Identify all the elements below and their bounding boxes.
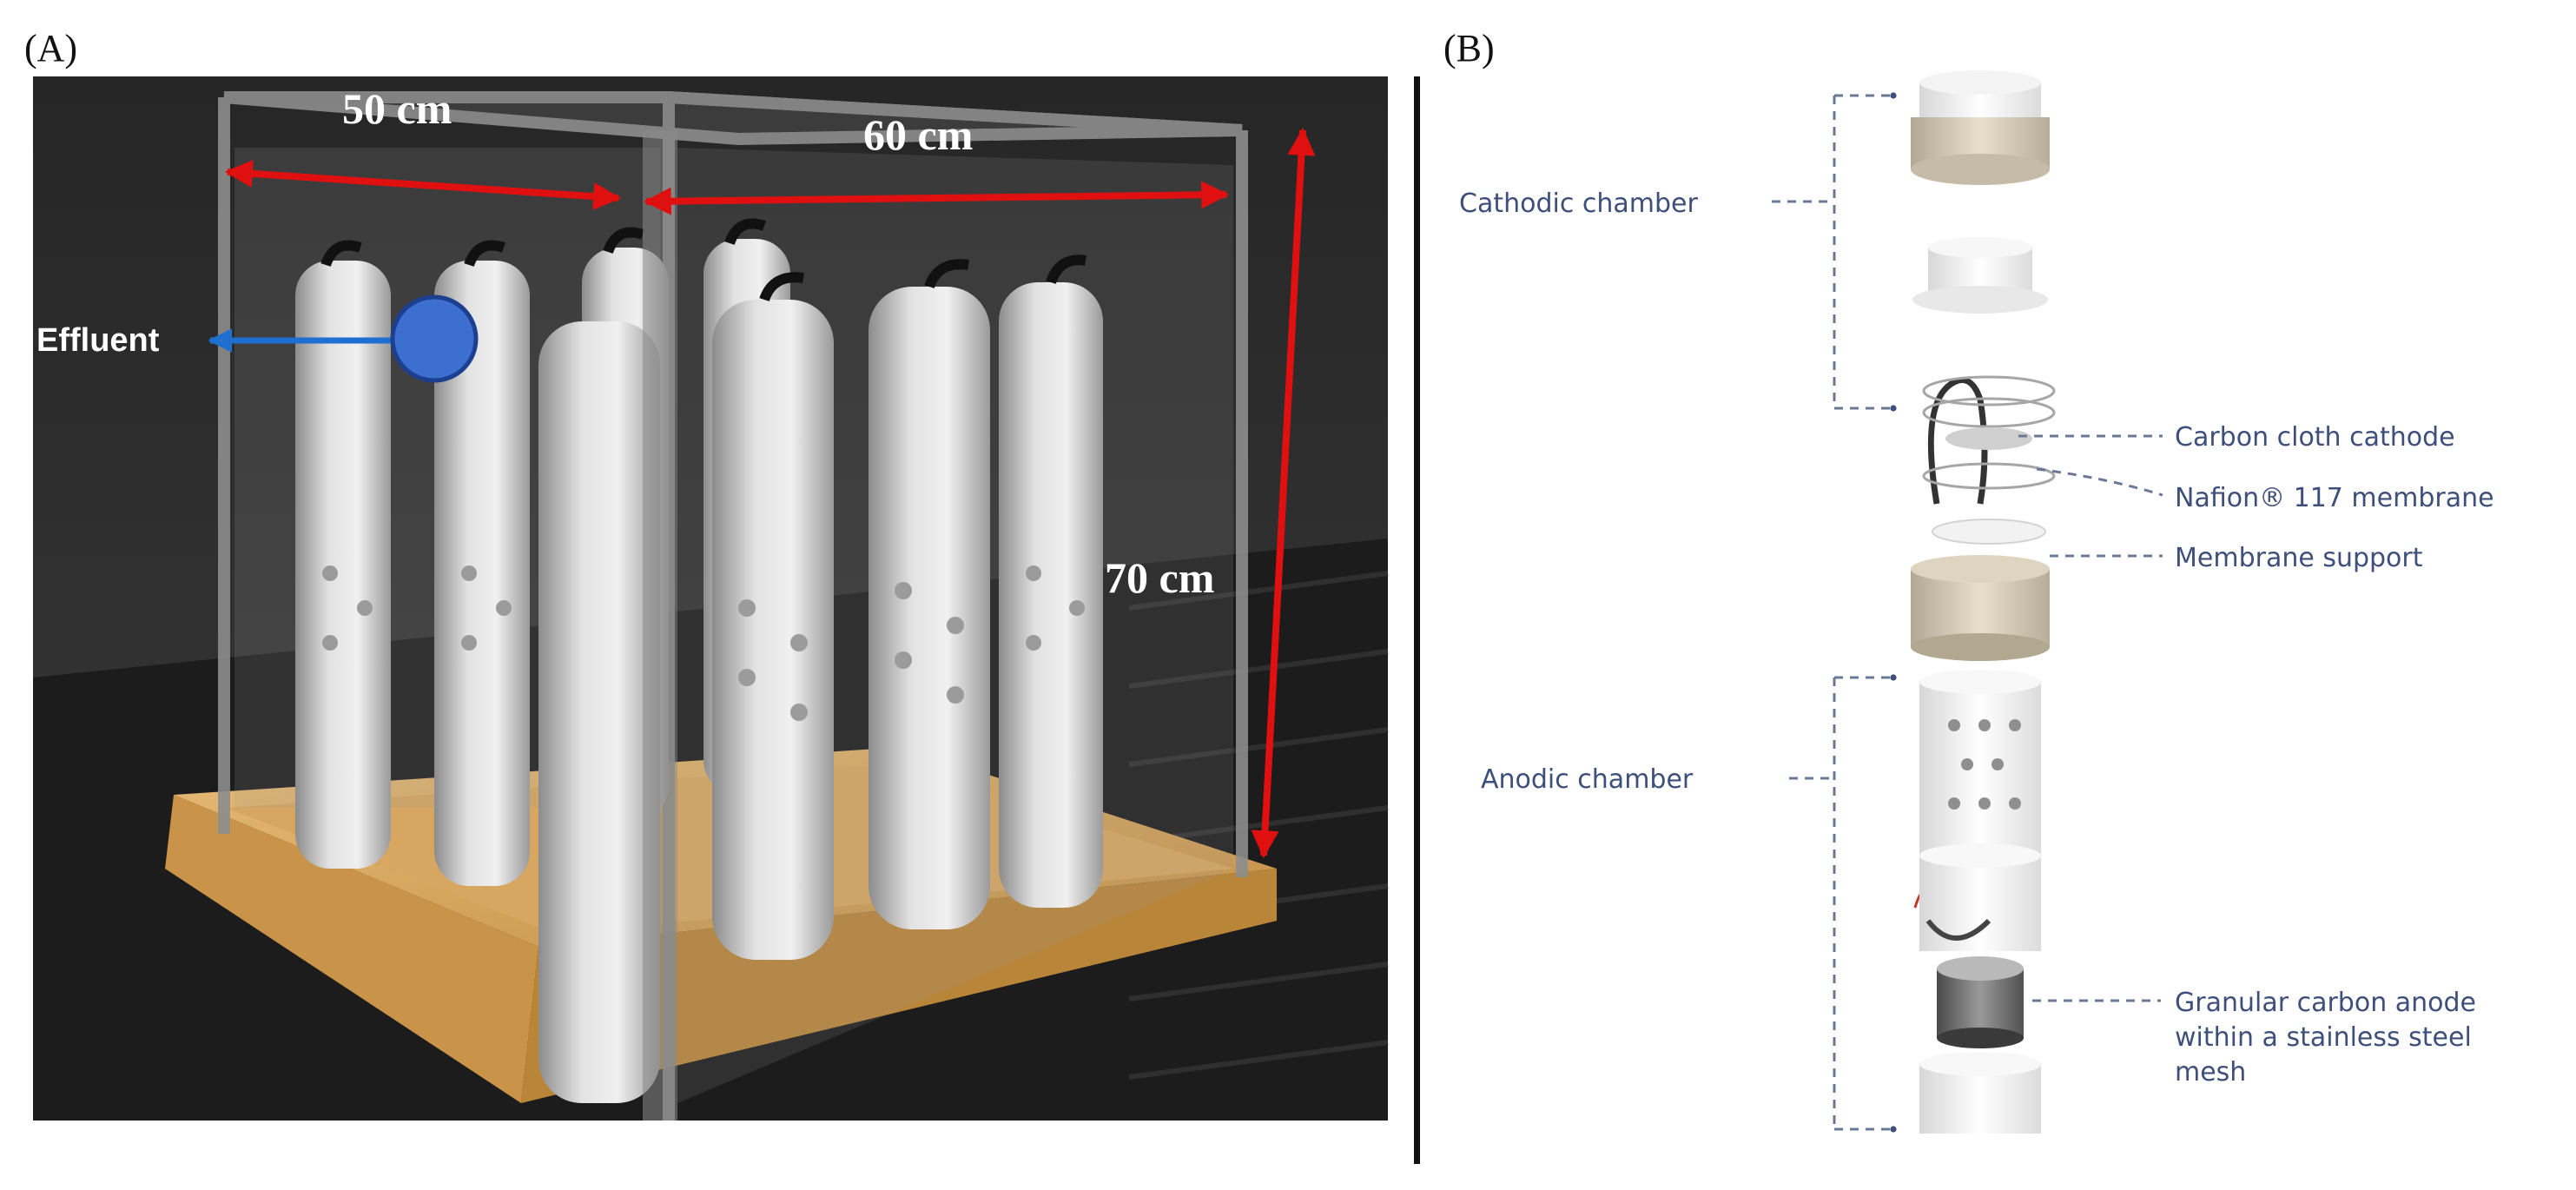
cathode-white-ring xyxy=(1912,237,2048,314)
granular-carbon-anode-label-line1: Granular carbon anode xyxy=(2175,988,2476,1018)
effluent-label: Effluent xyxy=(36,322,160,359)
mfc-column xyxy=(295,240,391,869)
anodic-chamber-tube xyxy=(1919,670,2041,856)
granular-carbon-mesh xyxy=(1937,956,2024,1048)
membrane-support-label: Membrane support xyxy=(2175,543,2423,573)
width-arrow xyxy=(224,159,622,211)
panel-a-render xyxy=(33,76,1389,1121)
dimension-arrows xyxy=(224,127,1316,859)
column-holes xyxy=(322,565,1085,721)
panel-b-label: (B) xyxy=(1443,27,1495,69)
height-label: 70 cm xyxy=(1105,553,1214,602)
width-label: 50 cm xyxy=(342,84,452,133)
mfc-column xyxy=(869,259,990,929)
panel-a-label: (A) xyxy=(24,27,78,69)
mfc-column xyxy=(712,272,834,960)
glass-front-edge xyxy=(643,130,677,1121)
anodic-chamber-label: Anodic chamber xyxy=(1481,764,1694,795)
membrane-rings xyxy=(1922,375,2056,490)
panel-divider xyxy=(1414,76,1420,1164)
membrane-support-disc xyxy=(1932,519,2046,545)
callout-leaders xyxy=(1772,92,2163,1133)
mfc-column xyxy=(538,321,660,1103)
carbon-cloth-cathode-label: Carbon cloth cathode xyxy=(2175,422,2455,453)
granular-carbon-anode-label-line2: within a stainless steel xyxy=(2175,1022,2472,1053)
cathode-wire xyxy=(1927,377,1988,505)
anode-current-collector xyxy=(1919,843,2041,951)
height-arrow xyxy=(1251,127,1316,859)
depth-arrow xyxy=(643,181,1230,215)
middle-coupler xyxy=(1911,555,2050,661)
nafion-membrane-label: Nafion® 117 membrane xyxy=(2175,483,2494,513)
cathodic-chamber-label: Cathodic chamber xyxy=(1459,188,1698,219)
carbon-cloth-disc xyxy=(1945,427,2032,450)
effluent-outlet-marker xyxy=(390,294,479,383)
bottom-cap xyxy=(1919,1052,2041,1134)
depth-label: 60 cm xyxy=(863,110,973,159)
mfc-column xyxy=(999,255,1103,908)
granular-carbon-anode-label-line3: mesh xyxy=(2175,1057,2246,1088)
mfc-column xyxy=(434,240,530,886)
panel-b-exploded-view xyxy=(1911,70,2056,1134)
mfc-columns-front xyxy=(538,255,1103,1103)
cathode-top-cap xyxy=(1911,70,2050,185)
